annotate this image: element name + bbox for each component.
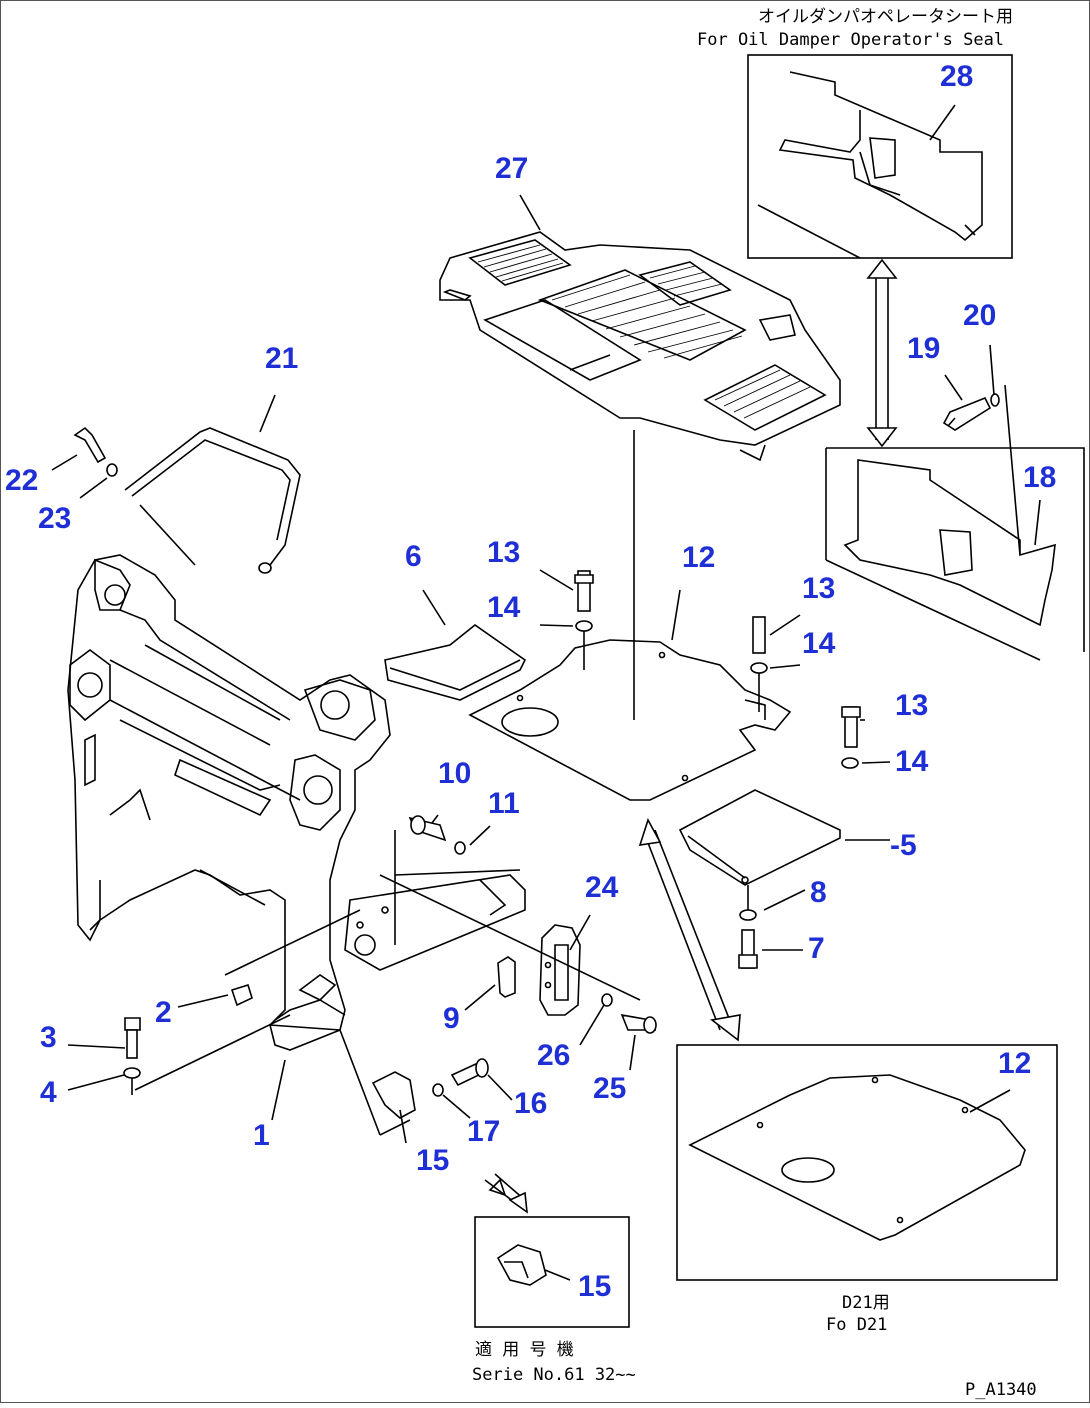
floor-mat-27 [439, 231, 841, 462]
callout-19: 19 [907, 332, 940, 365]
callout-12-d21: 12 [998, 1047, 1031, 1080]
callout-14-a: 14 [487, 591, 521, 624]
part-9 [497, 956, 516, 998]
cover-5 [678, 789, 841, 886]
callout-11: 11 [488, 787, 520, 820]
callout-1: 1 [253, 1119, 270, 1152]
bolt-13a [574, 570, 594, 670]
callout-3: 3 [40, 1021, 57, 1054]
inset-serial [474, 1173, 630, 1328]
callout-13-c: 13 [895, 689, 928, 722]
leader-lines [51, 104, 1041, 1281]
inset-panel-18 [825, 384, 1085, 661]
bolt-25-26 [601, 993, 657, 1034]
note-d21-en: Fo D21 [826, 1315, 887, 1335]
note-d21-jp: D21用 [842, 1293, 890, 1313]
callout-20: 20 [963, 299, 996, 332]
callout-21: 21 [265, 342, 298, 375]
inset-d21-box [676, 1044, 1058, 1281]
callout-10: 10 [438, 757, 471, 790]
bolt-10-11 [408, 815, 466, 855]
bolt-19-20 [942, 393, 1000, 431]
bolt-3-4 [123, 1014, 291, 1095]
callout-18: 18 [1023, 461, 1056, 494]
inset-oil-damper [747, 54, 1013, 259]
callout-2: 2 [155, 996, 172, 1029]
note-oil-damper-jp: オイルダンパオペレータシート用 [758, 7, 1013, 27]
callout-13-b: 13 [802, 572, 835, 605]
bracket-assembly [344, 830, 641, 1001]
inset-d21 [676, 1044, 1058, 1281]
callout-25: 25 [593, 1072, 626, 1105]
callout-16: 16 [514, 1087, 547, 1120]
double-arrow-inset [866, 258, 898, 448]
main-frame-1 [67, 554, 391, 1051]
part-15-pedal [339, 1029, 489, 1136]
callout-14-b: 14 [802, 627, 836, 660]
cover-6 [384, 624, 527, 701]
inset-panel-18-box [826, 447, 1085, 652]
callout-7: 7 [808, 932, 825, 965]
bolt-13c [841, 706, 861, 769]
callout-22: 22 [5, 464, 38, 497]
part-24 [539, 924, 581, 1016]
callout-17: 17 [467, 1115, 500, 1148]
bolt-7-8 [738, 885, 758, 969]
callout-28: 28 [940, 60, 973, 93]
figure-code: P_A1340 [965, 1380, 1037, 1400]
note-serial-en: Serie No.61 32~~ [472, 1365, 636, 1385]
callout-26: 26 [537, 1039, 570, 1072]
part-2 [230, 983, 253, 1007]
callout-12-main: 12 [682, 541, 715, 574]
inset-serial-box [474, 1216, 630, 1328]
note-oil-damper-en: For Oil Damper Operator's Seal [697, 30, 1004, 50]
callout-13-a: 13 [487, 536, 520, 569]
floor-plate-12 [468, 639, 792, 801]
handrail-21 [73, 426, 301, 574]
callout-14-c: 14 [895, 745, 929, 778]
callout-9: 9 [443, 1002, 460, 1035]
callout-6: 6 [405, 540, 422, 573]
note-serial-jp: 適 用 号 機 [475, 1340, 574, 1360]
callout-8: 8 [810, 876, 827, 909]
arrow-to-d21 [638, 817, 741, 1042]
callout-4: 4 [40, 1076, 57, 1109]
callout-15-inset: 15 [578, 1270, 611, 1303]
inset-oil-damper-box [747, 54, 1013, 259]
callout-5: -5 [890, 829, 917, 862]
callout-15-main: 15 [416, 1144, 449, 1177]
bolt-13b [750, 616, 768, 712]
callout-23: 23 [38, 502, 71, 535]
callout-27: 27 [495, 152, 528, 185]
callout-24: 24 [585, 871, 619, 904]
